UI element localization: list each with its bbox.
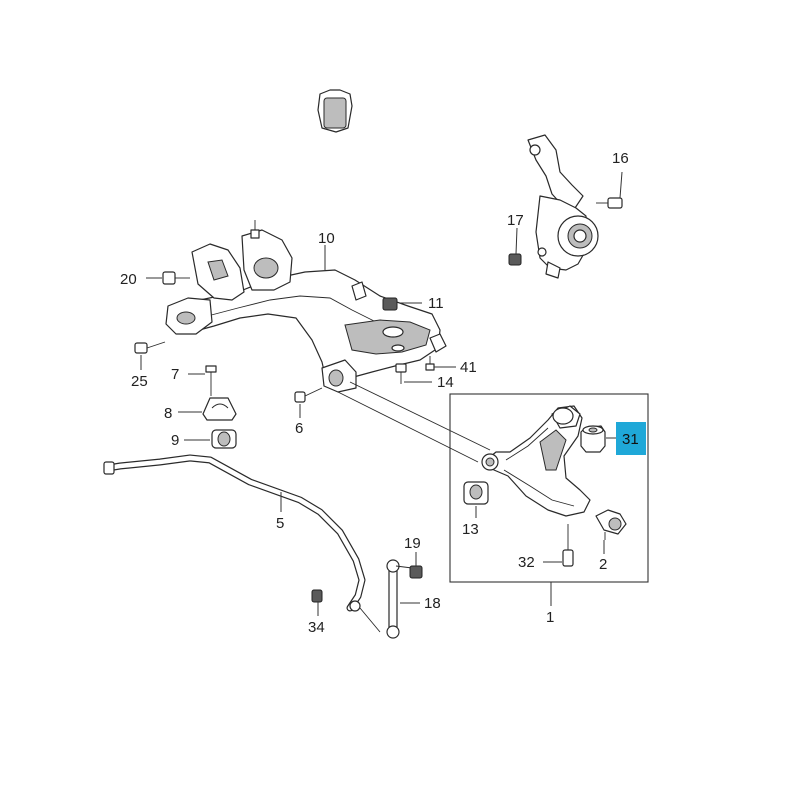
lower-control-arm bbox=[481, 405, 591, 517]
callout-9: 9 bbox=[171, 432, 179, 449]
bolt-16 bbox=[596, 197, 623, 209]
assembly-guide-lines bbox=[337, 381, 491, 463]
callout-34: 34 bbox=[308, 619, 325, 636]
control-arm-assembly-frame bbox=[449, 393, 649, 583]
callout-10: 10 bbox=[318, 230, 335, 247]
callout-18: 18 bbox=[424, 595, 441, 612]
callout-20: 20 bbox=[120, 271, 137, 288]
stabilizer-bar bbox=[103, 454, 366, 612]
callout-5: 5 bbox=[276, 515, 284, 532]
callout-16: 16 bbox=[612, 150, 629, 167]
callout-14: 14 bbox=[437, 374, 454, 391]
bolt-41 bbox=[425, 356, 435, 371]
bolt-14 bbox=[395, 363, 407, 384]
ball-joint-2 bbox=[595, 509, 627, 540]
callout-1: 1 bbox=[546, 609, 554, 626]
callout-7: 7 bbox=[171, 366, 179, 383]
bolt-7 bbox=[205, 365, 217, 396]
callout-labels: 16 17 10 20 11 25 7 41 14 6 8 9 31 5 13 … bbox=[120, 150, 639, 636]
callout-19: 19 bbox=[404, 535, 421, 552]
callout-25: 25 bbox=[131, 373, 148, 390]
bushing-31 bbox=[580, 425, 606, 453]
callout-32: 32 bbox=[518, 554, 535, 571]
nut-11 bbox=[382, 297, 398, 311]
callout-6: 6 bbox=[295, 420, 303, 437]
bolt-25 bbox=[134, 341, 166, 354]
nut-17 bbox=[508, 253, 522, 266]
subframe bbox=[165, 89, 447, 393]
steering-knuckle bbox=[527, 134, 599, 279]
nut-34 bbox=[311, 589, 323, 603]
bushing-13 bbox=[463, 481, 489, 505]
bushing-9 bbox=[211, 429, 237, 449]
bolt-6 bbox=[294, 387, 323, 403]
bracket-8 bbox=[202, 397, 237, 421]
callout-2: 2 bbox=[599, 556, 607, 573]
stabilizer-link bbox=[349, 559, 413, 639]
bolt-32 bbox=[562, 524, 574, 567]
callout-17: 17 bbox=[507, 212, 524, 229]
callout-11: 11 bbox=[428, 295, 444, 312]
callout-41: 41 bbox=[460, 359, 477, 376]
callout-8: 8 bbox=[164, 405, 172, 422]
callout-13: 13 bbox=[462, 521, 479, 538]
bolt-20 bbox=[162, 271, 190, 285]
callout-31[interactable]: 31 bbox=[622, 431, 639, 448]
nut-19 bbox=[409, 565, 423, 579]
highlight-31-box[interactable] bbox=[616, 422, 646, 455]
